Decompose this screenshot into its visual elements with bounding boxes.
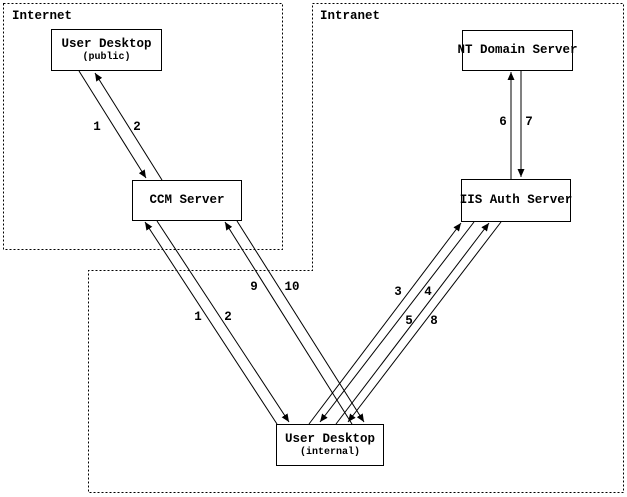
node-ccm-server: CCM Server — [132, 180, 242, 221]
edge-2-internal-line — [156, 220, 290, 423]
edge-8-line — [347, 221, 502, 423]
edge-1-internal-line — [144, 221, 278, 425]
edge-label-2-public: 2 — [133, 120, 141, 134]
edge-2-public-line — [94, 72, 163, 181]
edge-9-line — [224, 221, 353, 425]
edge-label-1-public: 1 — [93, 120, 101, 134]
edge-3-line — [308, 222, 462, 425]
node-user-desktop-internal: User Desktop (internal) — [276, 424, 384, 466]
zone-label-intranet: Intranet — [320, 9, 381, 23]
node-sublabel: (internal) — [299, 446, 360, 458]
edge-label-7: 7 — [525, 115, 533, 129]
node-label: IIS Auth Server — [459, 193, 573, 208]
node-label: NT Domain Server — [457, 43, 578, 58]
node-label: CCM Server — [149, 193, 225, 208]
edge-label-8: 8 — [430, 314, 438, 328]
edge-label-3: 3 — [394, 285, 402, 299]
node-sublabel: (public) — [82, 51, 131, 63]
node-iis-auth-server: IIS Auth Server — [459, 179, 573, 222]
edge-label-2-internal: 2 — [224, 310, 232, 324]
edge-5-line — [335, 222, 490, 425]
edge-label-9: 9 — [250, 280, 258, 294]
edge-label-5: 5 — [405, 314, 413, 328]
node-label: User Desktop — [284, 432, 375, 447]
edge-1-public-line — [78, 70, 147, 179]
edge-label-10: 10 — [284, 280, 300, 294]
node-label: User Desktop — [61, 37, 152, 52]
edge-label-4: 4 — [424, 285, 432, 299]
node-user-desktop-public: User Desktop (public) — [51, 29, 162, 71]
node-nt-domain-server: NT Domain Server — [457, 30, 578, 71]
zone-label-internet: Internet — [12, 9, 73, 23]
edge-label-6: 6 — [499, 115, 507, 129]
zone-internet-outline — [3, 3, 283, 250]
edge-4-line — [319, 221, 475, 423]
zone-intranet-outline — [88, 3, 624, 493]
edge-label-1-internal: 1 — [194, 310, 202, 324]
edge-10-line — [236, 220, 365, 423]
